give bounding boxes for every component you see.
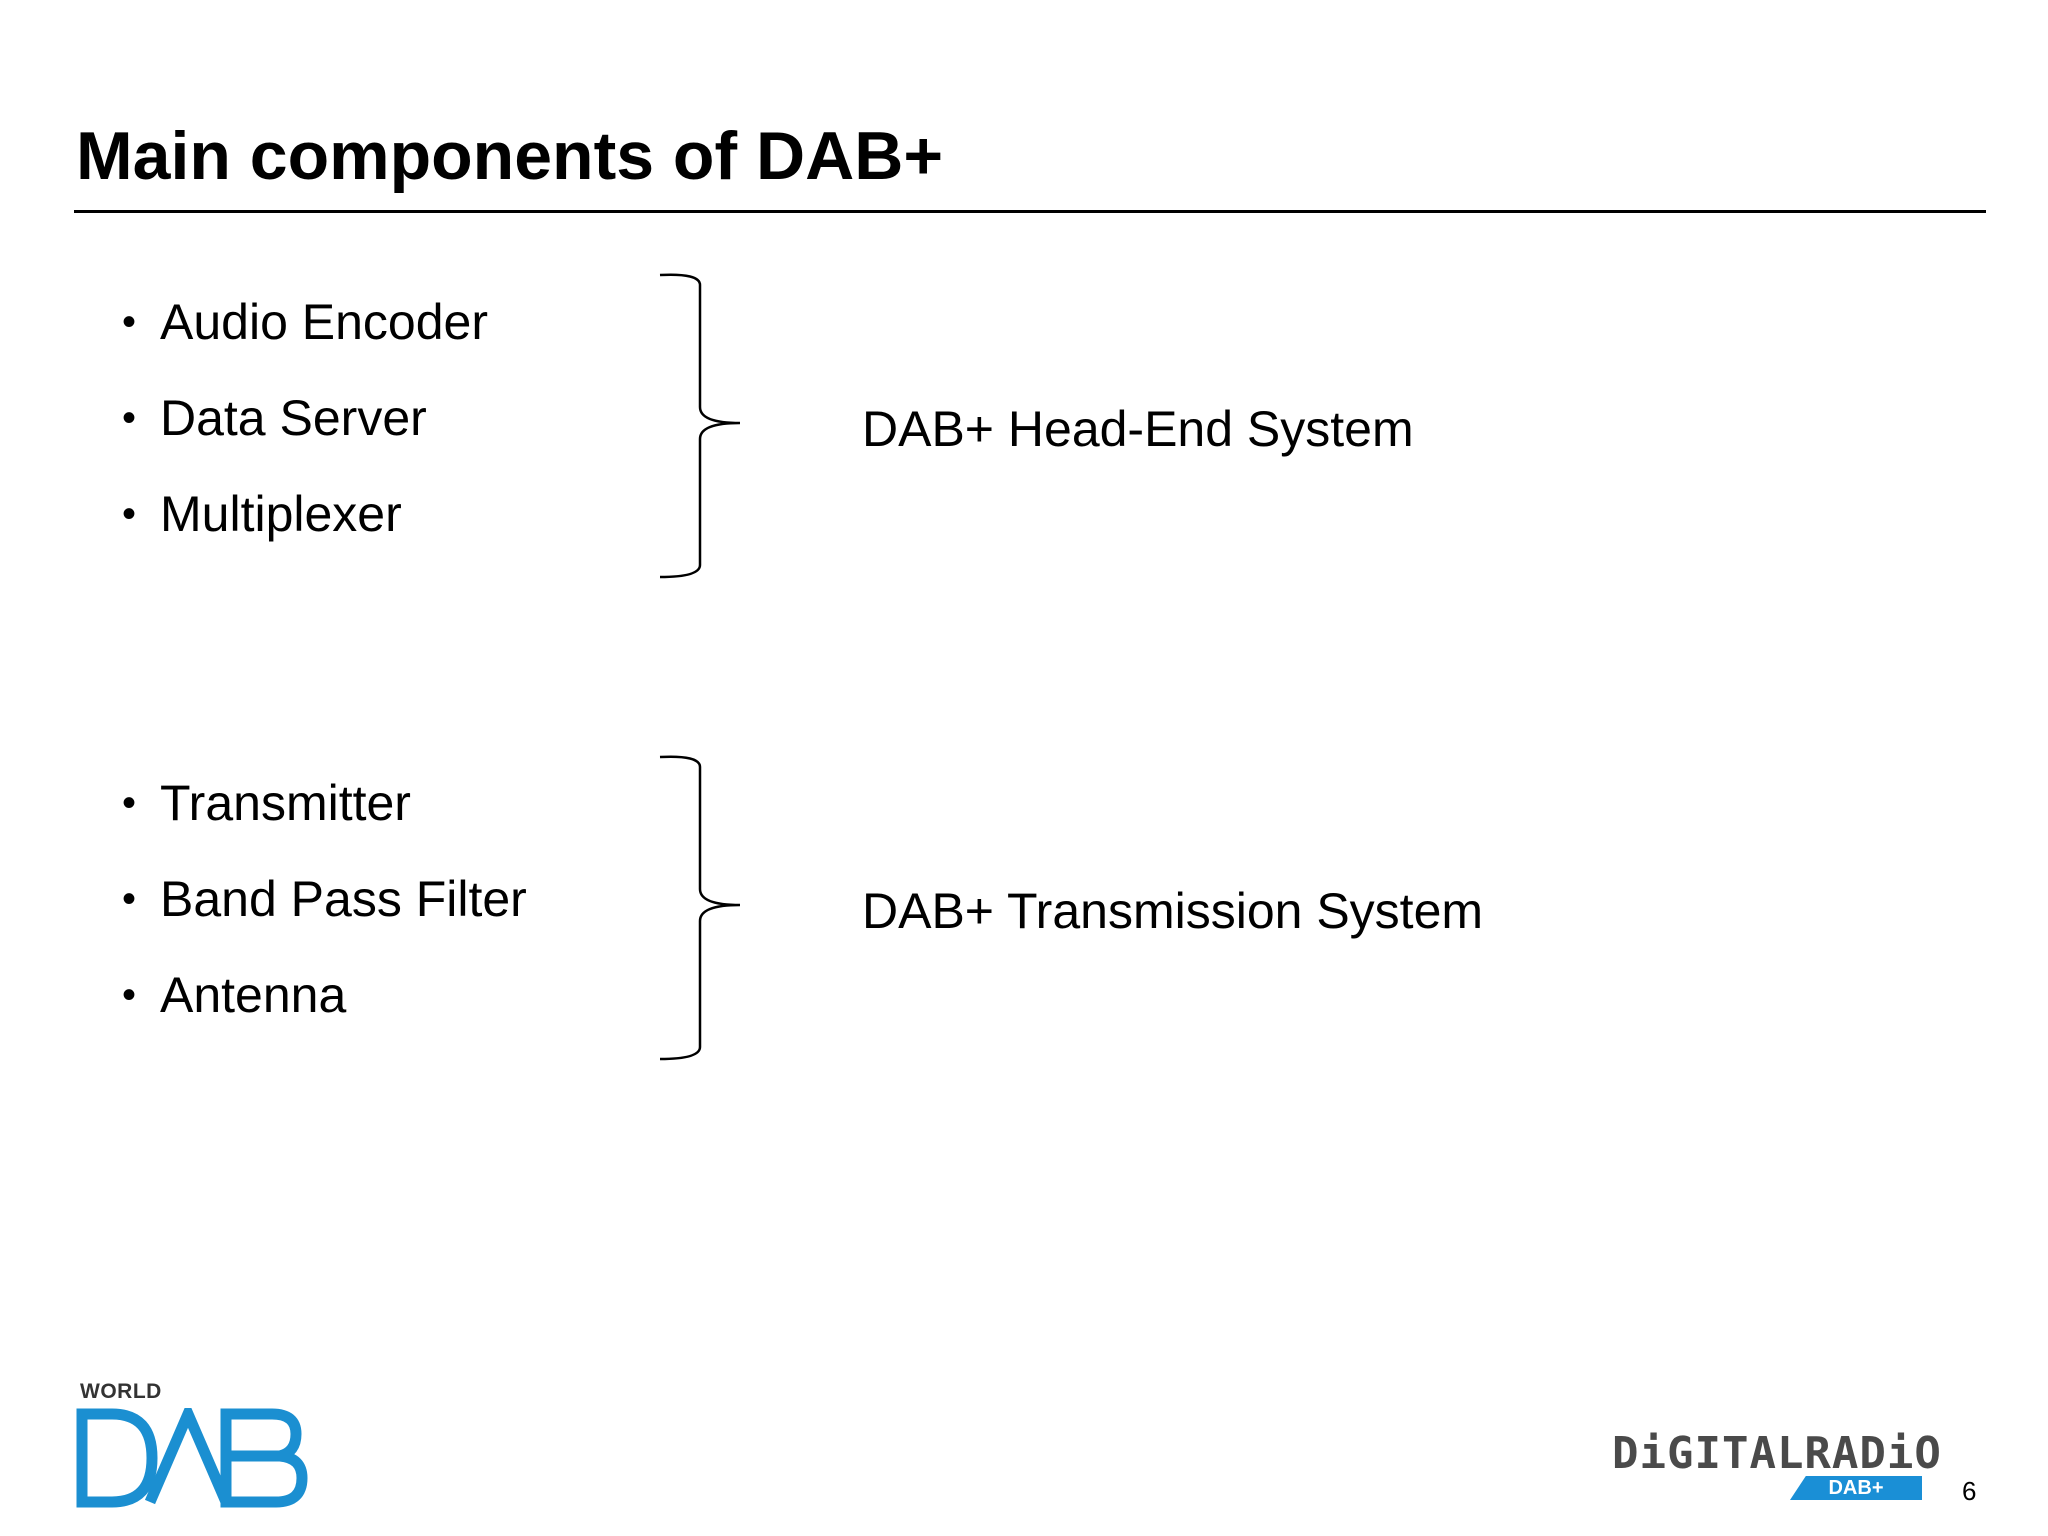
component-data-server: Data Server <box>160 390 427 446</box>
curly-brace-icon <box>659 755 741 1061</box>
transmission-component-list: • Transmitter • Band Pass Filter • Antenna <box>122 755 527 1043</box>
component-audio-encoder: Audio Encoder <box>160 294 489 350</box>
component-multiplexer: Multiplexer <box>160 486 402 542</box>
bullet-icon: • <box>122 877 137 921</box>
title-divider <box>74 210 1986 213</box>
bullet-icon: • <box>122 492 137 536</box>
bullet-icon: • <box>122 300 137 344</box>
head-end-system-label: DAB+ Head-End System <box>862 401 1414 457</box>
transmission-system-label: DAB+ Transmission System <box>862 883 1484 939</box>
digital-radio-wordmark: DiGITALRADiO <box>1612 1428 1942 1479</box>
list-item: • Data Server <box>122 370 488 466</box>
world-dab-small-text: WORLD <box>80 1380 162 1403</box>
dab-plus-tag: DAB+ <box>1790 1476 1922 1500</box>
bullet-icon: • <box>122 781 137 825</box>
component-band-pass-filter: Band Pass Filter <box>160 871 527 927</box>
head-end-component-list: • Audio Encoder • Data Server • Multiplexer <box>122 274 488 562</box>
list-item: • Transmitter <box>122 755 527 851</box>
world-dab-logo: WORLD <box>76 1380 316 1510</box>
digital-radio-logo: DiGITALRADiO DAB+ <box>1612 1432 1941 1504</box>
list-item: • Antenna <box>122 947 527 1043</box>
bullet-icon: • <box>122 396 137 440</box>
curly-brace-icon <box>659 273 741 579</box>
list-item: • Audio Encoder <box>122 274 488 370</box>
component-transmitter: Transmitter <box>160 775 411 831</box>
dab-letters-icon <box>76 1408 308 1508</box>
page-number: 6 <box>1962 1476 1977 1506</box>
component-antenna: Antenna <box>160 967 347 1023</box>
slide-title: Main components of DAB+ <box>76 118 944 194</box>
list-item: • Multiplexer <box>122 466 488 562</box>
list-item: • Band Pass Filter <box>122 851 527 947</box>
bullet-icon: • <box>122 973 137 1017</box>
